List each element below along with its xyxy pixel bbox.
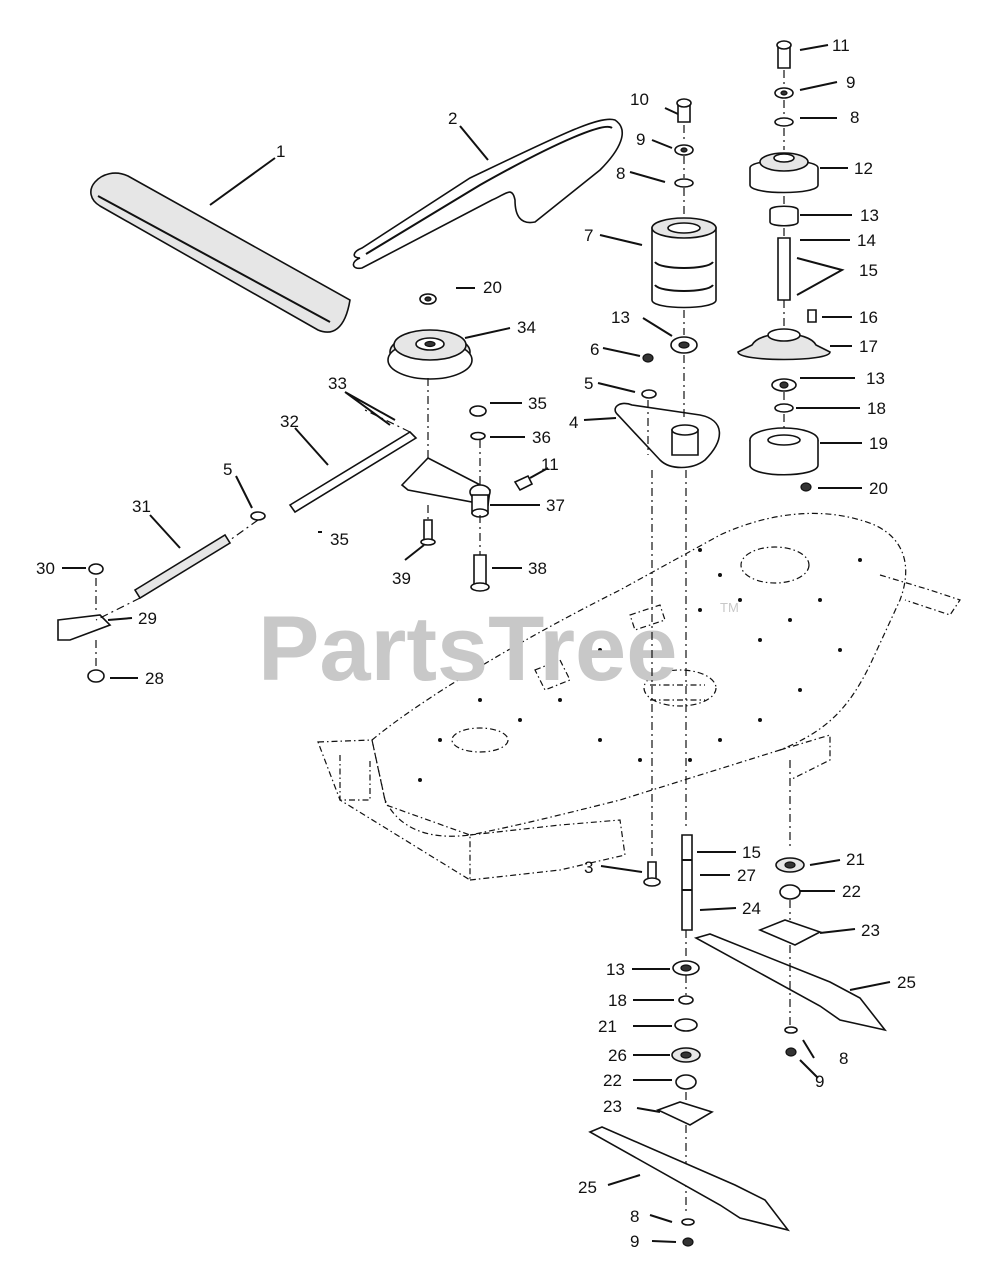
callout-9-center-top: 9 — [636, 130, 645, 149]
mower-deck — [317, 512, 961, 882]
callout-15-bottom: 15 — [742, 843, 761, 862]
callout-27: 27 — [737, 866, 756, 885]
callout-35-upper: 35 — [528, 394, 547, 413]
callout-23-center: 23 — [603, 1097, 622, 1116]
callout-15-top: 15 — [859, 261, 878, 280]
callout-11-mid: 11 — [541, 455, 559, 474]
callout-36: 36 — [532, 428, 551, 447]
callout-5-center: 5 — [584, 374, 593, 393]
callout-2: 2 — [448, 109, 457, 128]
callout-24: 24 — [742, 899, 761, 918]
callout-16: 16 — [859, 308, 878, 327]
callout-labels: 1 2 3 4 5 5 6 7 8 8 8 8 9 9 9 9 10 11 11… — [36, 36, 916, 1251]
callout-9-center-bottom: 9 — [630, 1232, 639, 1251]
belt-part-2 — [352, 118, 624, 270]
callout-13-right-mid: 13 — [866, 369, 885, 388]
callout-5-left: 5 — [223, 460, 232, 479]
callout-8-right-bottom: 8 — [839, 1049, 848, 1068]
callout-4: 4 — [569, 413, 578, 432]
leader-lines — [62, 44, 891, 1243]
callout-6: 6 — [590, 340, 599, 359]
callout-38: 38 — [528, 559, 547, 578]
callout-13-right-top: 13 — [860, 206, 879, 225]
center-spindle-stack — [588, 98, 791, 1247]
callout-17: 17 — [859, 337, 878, 356]
callout-19: 19 — [869, 434, 888, 453]
callout-25-center: 25 — [578, 1178, 597, 1197]
callout-9-right-top: 9 — [846, 73, 855, 92]
callout-25-right: 25 — [897, 973, 916, 992]
callout-33: 33 — [328, 374, 347, 393]
callout-29: 29 — [138, 609, 157, 628]
callout-30: 30 — [36, 559, 55, 578]
callout-12: 12 — [854, 159, 873, 178]
callout-8-center-top: 8 — [616, 164, 625, 183]
callout-18-right: 18 — [867, 399, 886, 418]
callout-28: 28 — [145, 669, 164, 688]
callout-23-right: 23 — [861, 921, 880, 940]
nut-20-upper — [419, 293, 437, 305]
callout-35-lower: 35 — [330, 530, 349, 549]
idler-arm-assembly — [57, 378, 534, 683]
callout-10: 10 — [630, 90, 649, 109]
callout-39: 39 — [392, 569, 411, 588]
right-spindle-stack — [693, 40, 888, 1057]
callout-21-right: 21 — [846, 850, 865, 869]
callout-22-center: 22 — [603, 1071, 622, 1090]
callout-11-top: 11 — [832, 36, 850, 55]
callout-13-center-top: 13 — [611, 308, 630, 327]
callout-9-right-bottom: 9 — [815, 1072, 824, 1091]
callout-31: 31 — [132, 497, 151, 516]
watermark-text: PartsTree — [258, 598, 677, 700]
callout-8-right-top: 8 — [850, 108, 859, 127]
callout-37: 37 — [546, 496, 565, 515]
callout-14: 14 — [857, 231, 876, 250]
callout-22-right: 22 — [842, 882, 861, 901]
callout-1: 1 — [276, 142, 285, 161]
belt-part-1 — [90, 172, 351, 333]
callout-21-center: 21 — [598, 1017, 617, 1036]
callout-13-center-bottom: 13 — [606, 960, 625, 979]
callout-18-center: 18 — [608, 991, 627, 1010]
callout-20-upper: 20 — [483, 278, 502, 297]
callout-26: 26 — [608, 1046, 627, 1065]
callout-8-center-bottom: 8 — [630, 1207, 639, 1226]
callout-32: 32 — [280, 412, 299, 431]
callout-7: 7 — [584, 226, 593, 245]
callout-34: 34 — [517, 318, 536, 337]
idler-pulley-34 — [387, 329, 473, 380]
watermark-trademark: TM — [720, 600, 739, 615]
callout-3: 3 — [584, 858, 593, 877]
callout-20-right: 20 — [869, 479, 888, 498]
